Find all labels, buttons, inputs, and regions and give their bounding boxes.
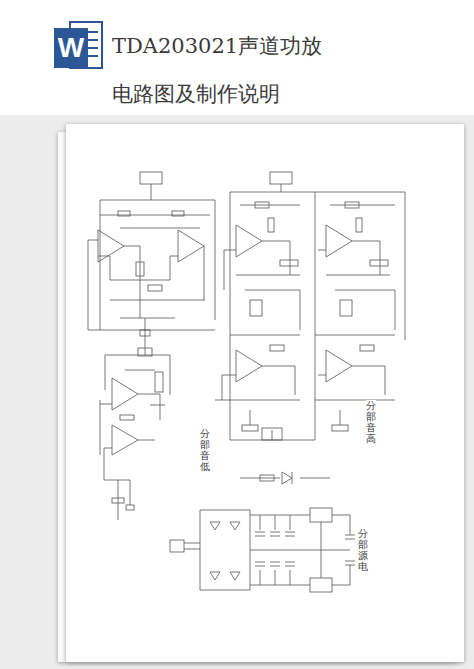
section-label: 分部音高 <box>366 400 376 444</box>
section-label: 分部源电 <box>358 528 368 572</box>
word-icon-letter: W <box>57 28 85 68</box>
document-title: TDA203021声道功放 电路图及制作说明 <box>112 22 342 118</box>
section-label: 分部音低 <box>200 428 210 472</box>
